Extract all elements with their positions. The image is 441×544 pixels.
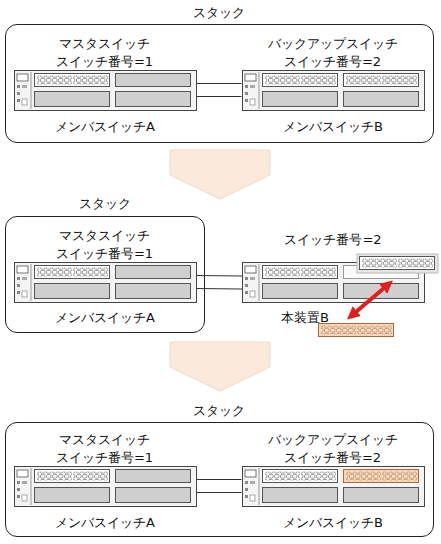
stack-label: スタック <box>6 4 432 22</box>
step-arrow <box>170 342 270 391</box>
switch-role-label: バックアップスイッチ スイッチ番号=2 <box>258 431 408 467</box>
module-slot <box>116 470 191 483</box>
switch-name-label: 本装置B <box>265 309 345 327</box>
replacement-module <box>319 324 394 337</box>
switch-role-label: マスタスイッチ スイッチ番号=1 <box>30 431 180 467</box>
stack-cable <box>197 480 242 493</box>
module-slot <box>116 74 191 87</box>
swap-arrow <box>350 283 390 317</box>
module-slot <box>116 266 191 279</box>
module-shadow <box>357 254 438 273</box>
stack-label: スタック <box>6 195 203 213</box>
port-module <box>35 470 110 483</box>
switch-name-label: メンバスイッチA <box>14 514 197 532</box>
stack-group: マスタスイッチ スイッチ番号=1メンバスイッチAスタック <box>5 216 205 333</box>
switch-name-label: メンバスイッチA <box>14 309 197 327</box>
step-arrow <box>170 150 270 199</box>
member-switch: バックアップスイッチ スイッチ番号=2 メンバスイッチB <box>242 35 425 136</box>
switch-name-label: メンバスイッチA <box>14 118 197 136</box>
stack-group: マスタスイッチ スイッチ番号=1 メンバスイッチA バックアップスイッチ スイッチ番… <box>5 422 434 537</box>
connector-group <box>197 84 243 493</box>
port-module <box>35 266 110 279</box>
port-module <box>263 470 338 483</box>
member-switch: マスタスイッチ スイッチ番号=1 メンバスイッチA <box>14 431 197 532</box>
switch-name-label: メンバスイッチB <box>242 514 425 532</box>
stack-cable <box>197 84 242 97</box>
port-module <box>344 74 419 87</box>
switch-illustration <box>15 467 197 507</box>
member-switch: マスタスイッチ スイッチ番号=1 メンバスイッチA <box>14 35 197 136</box>
port-module <box>35 74 110 87</box>
switch-role-label: スイッチ番号=2 <box>258 231 408 249</box>
member-switch: マスタスイッチ スイッチ番号=1 メンバスイッチA <box>14 227 197 328</box>
switch-role-label: マスタスイッチ スイッチ番号=1 <box>30 35 180 71</box>
stack-label: スタック <box>6 402 432 420</box>
stack-group: マスタスイッチ スイッチ番号=1 メンバスイッチA バックアップスイッチ スイッチ番… <box>5 24 434 143</box>
switch-role-label: マスタスイッチ スイッチ番号=1 <box>30 227 180 263</box>
switch-role-label: バックアップスイッチ スイッチ番号=2 <box>258 35 408 71</box>
replacement-module <box>344 470 419 483</box>
switch-illustration <box>15 263 197 303</box>
switch-illustration <box>243 71 425 111</box>
switch-illustration <box>15 71 197 111</box>
switch-name-label: メンバスイッチB <box>242 118 425 136</box>
member-switch: バックアップスイッチ スイッチ番号=2 メンバスイッチB <box>242 431 425 532</box>
port-module <box>263 74 338 87</box>
switch-illustration <box>243 467 425 507</box>
removed-module <box>360 257 435 270</box>
stack-cable <box>197 276 243 290</box>
member-switch: スイッチ番号=2 本装置B <box>242 227 425 328</box>
port-module <box>263 266 338 279</box>
